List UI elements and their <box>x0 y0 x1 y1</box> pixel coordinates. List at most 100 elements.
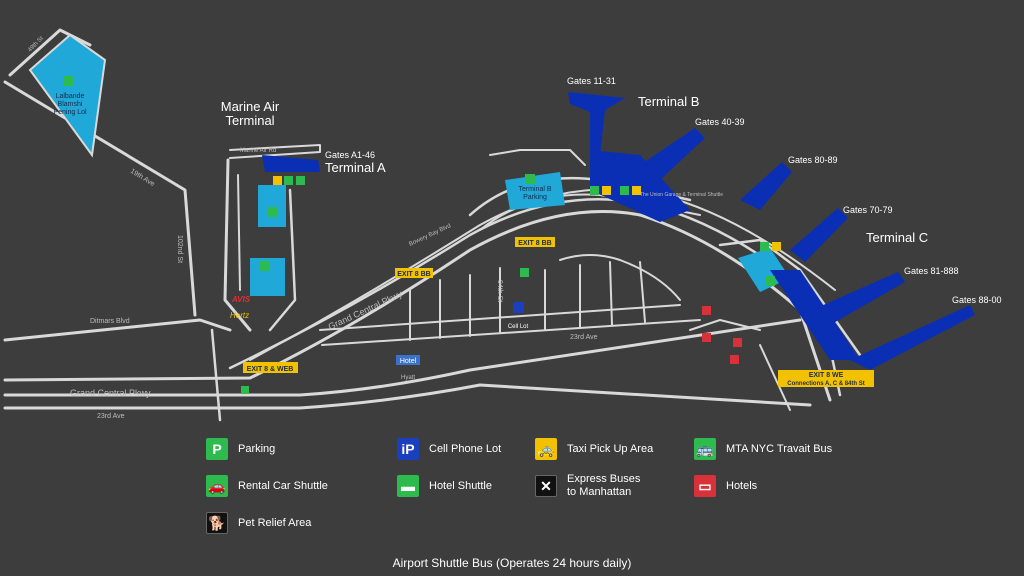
footer-caption: Airport Shuttle Bus (Operates 24 hours d… <box>392 556 632 570</box>
legend-express-bus-text: Express Buses to Manhattan <box>567 473 640 499</box>
terminal-b-concourse-west <box>568 92 625 155</box>
terminal-a-building <box>262 155 320 172</box>
exit-sign-right <box>778 370 874 387</box>
legend-hotel-shuttle: ▬ Hotel Shuttle <box>397 475 492 497</box>
exit-sign-left <box>243 362 298 373</box>
lot-label-3: Pening Lol <box>53 109 87 116</box>
st-94-label: 94th St <box>496 280 503 302</box>
exit-sign-right-label-2: Connections A, C & 84th St <box>787 381 864 387</box>
ave-23-label-2: 23rd Ave <box>570 334 598 341</box>
legend-mta-bus: 🚌 MTA NYC Travait Bus <box>694 438 832 460</box>
map-markers <box>64 76 781 394</box>
terminal-a-label: Terminal A <box>325 160 386 175</box>
parking-icon <box>241 386 249 394</box>
terminal-b-label: Terminal B <box>638 94 699 109</box>
legend-parking: P Parking <box>206 438 275 460</box>
legend-express-bus-label-1: Express Buses <box>567 473 641 485</box>
legend-pet-relief: 🐕 Pet Relief Area <box>206 512 311 534</box>
bus-icon <box>760 242 769 251</box>
taxi-icon: 🚕 <box>535 438 557 460</box>
taxi-icon <box>273 176 282 185</box>
parking-icon <box>268 207 278 217</box>
bus-icon <box>620 186 629 195</box>
parking-icon <box>260 261 270 271</box>
terminal-b-parking-label-2: Parking <box>523 194 547 201</box>
terminal-c-main <box>770 270 860 360</box>
terminal-c-pier-3 <box>812 272 905 325</box>
bus-icon <box>296 176 305 185</box>
exit-sign-right-label-1: EXIT 8 WE <box>809 372 844 379</box>
taxi-icon <box>602 186 611 195</box>
parking-icon <box>525 174 535 184</box>
ditmars-label: Ditmars Blvd <box>90 318 130 325</box>
legend-rental-car: 🚗 Rental Car Shuttle <box>206 475 328 497</box>
parking-lots <box>28 33 790 296</box>
bus-icon <box>284 176 293 185</box>
terminal-buildings <box>262 92 975 370</box>
bus-icon <box>520 268 529 277</box>
gates-c2-label: Gates 70-79 <box>843 205 893 215</box>
hertz-label: Hertz <box>230 311 249 320</box>
legend-mta-label: MTA NYC Travait Bus <box>726 442 833 455</box>
ave-23-label-1: 23rd Ave <box>97 413 125 420</box>
legend-rental-car-label: Rental Car Shuttle <box>238 479 328 492</box>
map-legend: P Parking iP Cell Phone Lot 🚕 Taxi Pick … <box>0 436 1024 536</box>
cell-lot-label: Cell Lot <box>508 324 529 330</box>
gate-labels: Gates A1-46 Gates 11-31 Gates 40-39 Gate… <box>325 76 1002 305</box>
st-102-label: 102nd St <box>176 235 183 263</box>
rental-car-icon: 🚗 <box>206 475 228 497</box>
gates-c4-label: Gates 88-00 <box>952 295 1002 305</box>
exit-sign-left-label: EXIT 8 & WEB <box>247 366 294 373</box>
legend-pet-relief-label: Pet Relief Area <box>238 516 312 529</box>
hotel-sign <box>396 355 420 365</box>
lot-label-1: Lalbande <box>56 93 85 100</box>
bus-icon: 🚌 <box>694 438 716 460</box>
gates-b1-label: Gates 11-31 <box>567 76 616 86</box>
legend-express-bus: ✕ Express Buses to Manhattan <box>535 473 640 499</box>
hotel-shuttle-icon: ▬ <box>397 475 419 497</box>
express-bus-icon: ✕ <box>535 475 557 497</box>
legend-parking-label: Parking <box>238 442 276 455</box>
terminal-b-parking-label-1: Terminal B <box>518 186 551 193</box>
terminal-labels: Marine Air Terminal Terminal A Terminal … <box>221 94 928 245</box>
long-term-parking-lot <box>28 33 107 158</box>
exit-sign-upper-label: EXIT 8 BB <box>518 240 551 247</box>
hotel-bed-icon <box>733 338 742 347</box>
legend-taxi: 🚕 Taxi Pick Up Area <box>535 438 653 460</box>
taxi-icon <box>632 186 641 195</box>
grand-central-label-1: Grand Central Pkwy <box>70 388 151 398</box>
gates-c3-label: Gates 81-888 <box>904 266 959 276</box>
hotel-bed-icon <box>702 333 711 342</box>
hotel-bed-icon <box>730 355 739 364</box>
terminal-c-label: Terminal C <box>866 230 928 245</box>
parking-icon <box>765 276 775 286</box>
marine-air-rd-label: Marine Air Rd <box>240 148 276 154</box>
terminal-c-pier-2 <box>790 208 848 262</box>
pet-relief-icon: 🐕 <box>206 512 228 534</box>
terminal-b-parking <box>505 172 565 210</box>
terminal-c-pier-1 <box>740 162 792 210</box>
hotel-sign-label: Hotel <box>400 358 417 365</box>
terminal-b-shuttle-label: The Union Garage & Terminal Shuttle <box>640 192 723 198</box>
marine-air-terminal-label-1: Marine Air <box>221 99 280 114</box>
exit-sign-upper <box>515 237 555 247</box>
avis-label: AVIS <box>231 295 251 304</box>
airport-map: EXIT 8 BB EXIT 8 BB EXIT 8 & WEB EXIT 8 … <box>3 28 1002 422</box>
bowery-bay-label: Bowery Bay Blvd <box>408 223 452 248</box>
parking-icon: P <box>206 438 228 460</box>
legend-taxi-label: Taxi Pick Up Area <box>567 442 654 455</box>
cell-phone-lot-icon: iP <box>397 438 419 460</box>
hotel-bed-icon <box>702 306 711 315</box>
exit-sign-mid-label: EXIT 8 BB <box>397 271 430 278</box>
hotel-bed-icon: ▭ <box>694 475 716 497</box>
gates-b2-label: Gates 40-39 <box>695 117 745 127</box>
gates-c1-label: Gates 80-89 <box>788 155 838 165</box>
hotel-sub-label: Hyatt <box>401 375 415 381</box>
legend-express-bus-label-2: to Manhattan <box>567 486 632 498</box>
rental-car-icon <box>590 186 599 195</box>
legend-hotel-shuttle-label: Hotel Shuttle <box>429 479 492 492</box>
exit-signs: EXIT 8 BB EXIT 8 BB EXIT 8 & WEB EXIT 8 … <box>243 237 874 387</box>
legend-hotels: ▭ Hotels <box>694 475 757 497</box>
marine-air-terminal-label-2: Terminal <box>225 113 274 128</box>
